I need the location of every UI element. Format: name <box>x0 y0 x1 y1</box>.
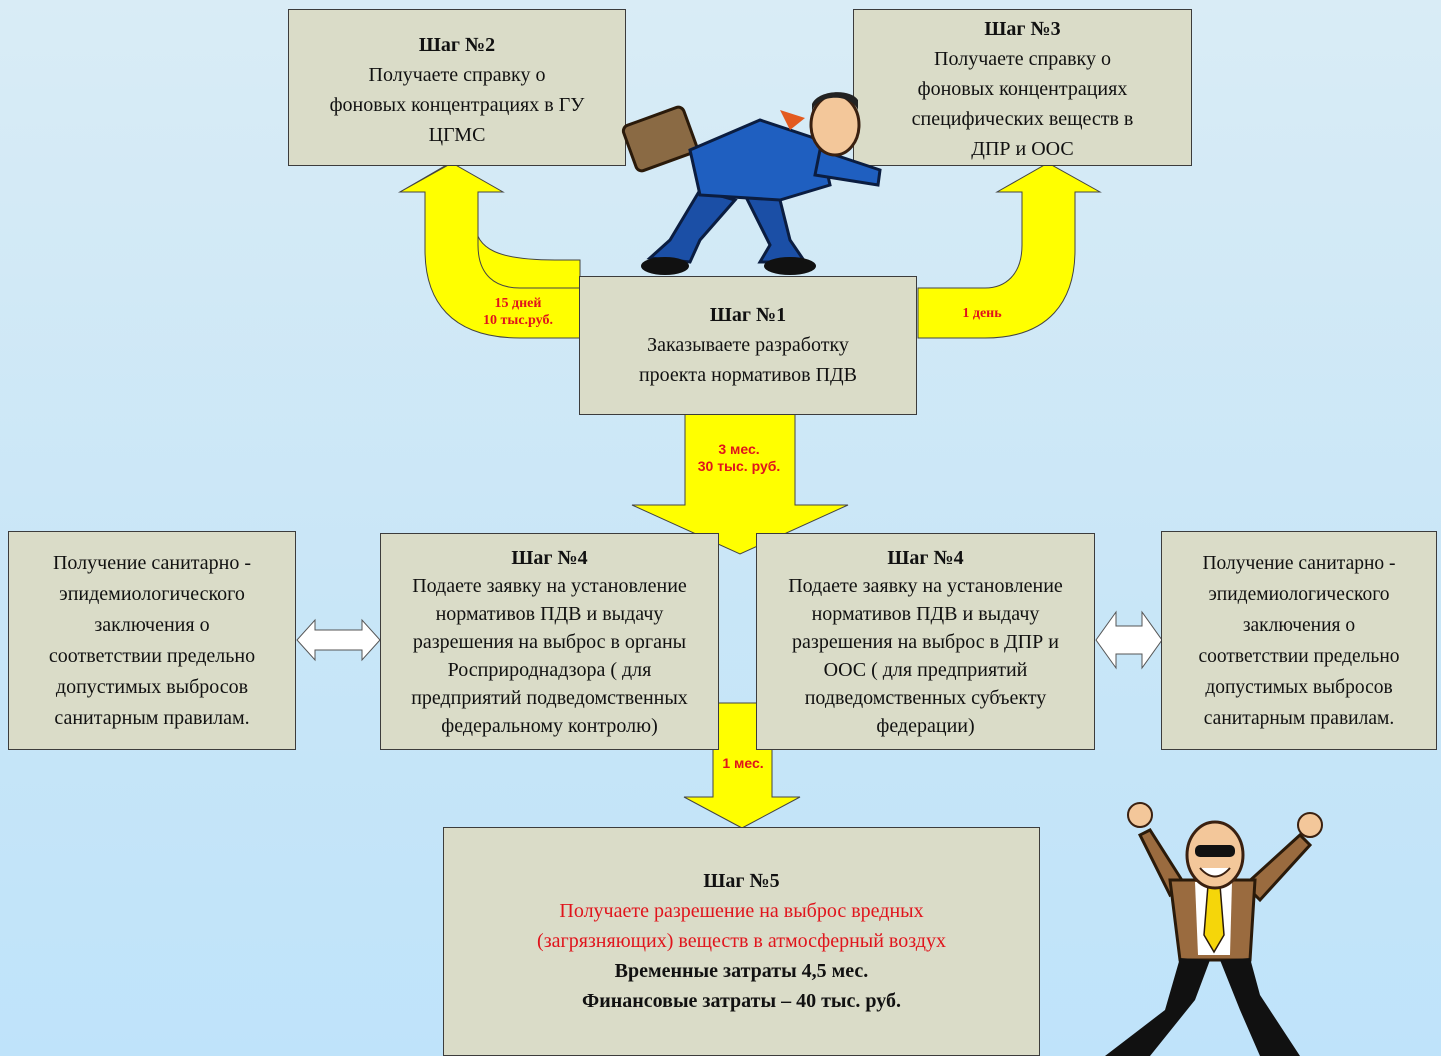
step1-line: Заказываете разработку <box>647 334 849 356</box>
step1-line: проекта нормативов ПДВ <box>638 364 858 386</box>
sanitary-left-line: соответствии предельно <box>48 645 256 667</box>
label-to-step2-days: 15 дней <box>494 296 542 311</box>
step4-left-line: федеральному контролю) <box>441 715 658 737</box>
double-arrow-right <box>1095 610 1163 670</box>
step1-title: Шаг №1 <box>709 304 787 326</box>
step5-cost: Финансовые затраты – 40 тыс. руб. <box>582 990 901 1012</box>
double-arrow-left <box>296 618 381 662</box>
step2-line: Получаете справку о <box>368 64 546 86</box>
sanitary-left-line: санитарным правилам. <box>54 707 250 729</box>
step3-title: Шаг №3 <box>984 18 1061 40</box>
step5-time: Временные затраты 4,5 мес. <box>614 960 869 982</box>
step3-line: ДПР и ООС <box>971 138 1074 160</box>
sanitary-right-line: заключения о <box>1242 615 1356 636</box>
label-to-step5: 1 мес. <box>722 755 764 771</box>
step2-line: фоновых концентрациях в ГУ <box>329 94 585 116</box>
arrow-to-step3 <box>917 162 1102 339</box>
sanitary-right-box: Получение санитарно - эпидемиологическог… <box>1161 531 1437 750</box>
sanitary-right-line: эпидемиологического <box>1208 584 1390 605</box>
step4-left-title: Шаг №4 <box>511 547 588 569</box>
step3-line: фоновых концентрациях <box>917 78 1128 100</box>
sanitary-left-line: допустимых выбросов <box>55 676 249 698</box>
step4-right-line: федерации) <box>876 715 975 737</box>
sanitary-left-line: эпидемиологического <box>59 583 245 605</box>
step5-red-line: Получаете разрешение на выброс вредных <box>559 900 924 922</box>
label-to-step2-cost: 10 тыс.руб. <box>483 313 553 328</box>
label-to-step4: 3 мес. 30 тыс. руб. <box>677 441 801 475</box>
step4-right-line: подведомственных субъекту <box>804 687 1047 709</box>
step4-right-line: Подаете заявку на установление <box>788 575 1063 597</box>
arrow-to-step2-body <box>398 162 581 339</box>
step4-right-line: нормативов ПДВ и выдачу <box>811 603 1040 625</box>
arrow-to-step4 <box>631 409 849 555</box>
step4-right-line: ООС ( для предприятий <box>823 659 1028 681</box>
step3-line: Получаете справку о <box>934 48 1111 70</box>
sanitary-right-line: санитарным правилам. <box>1203 708 1395 729</box>
step4-left-line: Подаете заявку на установление <box>412 575 687 597</box>
step2-line: ЦГМС <box>428 124 486 146</box>
step3-line: специфических веществ в <box>911 108 1134 130</box>
step4-left-line: разрешения на выброс в органы <box>412 631 687 653</box>
sanitary-right-line: Получение санитарно - <box>1202 553 1396 574</box>
step4-left-line: Росприроднадзора ( для <box>447 659 652 681</box>
step4-right-title: Шаг №4 <box>887 547 964 569</box>
sanitary-right-line: допустимых выбросов <box>1205 677 1393 698</box>
label-to-step2: 15 дней 10 тыс.руб. <box>462 295 574 329</box>
step4-left-line: предприятий подведомственных <box>411 687 688 709</box>
step2-title: Шаг №2 <box>418 34 496 56</box>
sanitary-left-line: Получение санитарно - <box>52 552 251 574</box>
step5-red-line: (загрязняющих) веществ в атмосферный воз… <box>537 930 946 952</box>
label-to-step3: 1 день <box>962 306 1002 321</box>
sanitary-right-line: соответствии предельно <box>1198 646 1400 667</box>
sanitary-left-line: заключения о <box>94 614 210 636</box>
step5-box: Шаг №5 Получаете разрешение на выброс вр… <box>443 827 1040 1056</box>
step4-right-box: Шаг №4 Подаете заявку на установление но… <box>756 533 1095 750</box>
step4-left-box: Шаг №4 Подаете заявку на установление но… <box>380 533 719 750</box>
label-to-step4-time: 3 мес. <box>718 441 760 457</box>
sanitary-left-box: Получение санитарно - эпидемиологическог… <box>8 531 296 750</box>
step5-title: Шаг №5 <box>703 870 780 892</box>
step3-box: Шаг №3 Получаете справку о фоновых конце… <box>853 9 1192 166</box>
step1-box: Шаг №1 Заказываете разработку проекта но… <box>579 276 917 415</box>
step4-right-line: разрешения на выброс в ДПР и <box>792 631 1059 653</box>
step2-box: Шаг №2 Получаете справку о фоновых конце… <box>288 9 626 166</box>
step4-left-line: нормативов ПДВ и выдачу <box>435 603 664 625</box>
label-to-step4-cost: 30 тыс. руб. <box>697 458 781 474</box>
